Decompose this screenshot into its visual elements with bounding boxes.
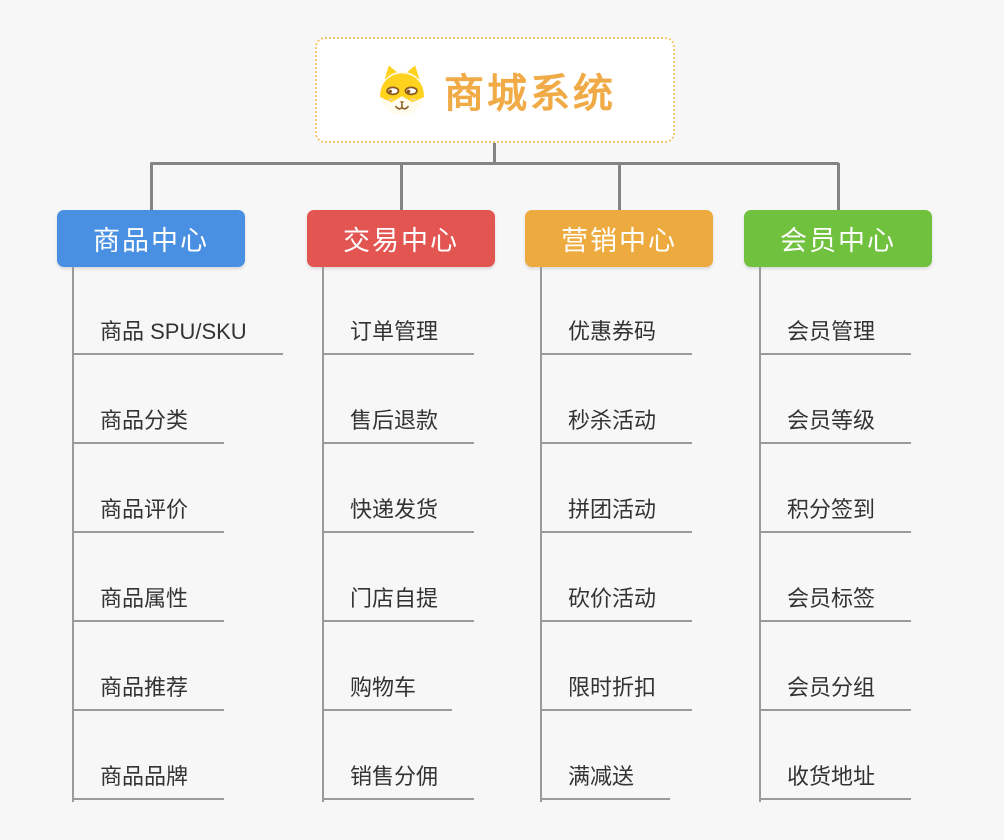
leaf-node[interactable]: 订单管理: [323, 317, 475, 355]
leaf-node[interactable]: 会员标签: [760, 584, 912, 622]
leaf-node[interactable]: 砍价活动: [541, 584, 693, 622]
connector-bus: [150, 162, 839, 165]
leaf-node[interactable]: 优惠券码: [541, 317, 693, 355]
connector-root-stem: [493, 143, 496, 164]
leaf-node[interactable]: 商品分类: [73, 406, 225, 444]
branch-node-member-center[interactable]: 会员中心: [744, 210, 932, 267]
branch-node-product-center[interactable]: 商品中心: [57, 210, 245, 267]
leaf-node[interactable]: 会员管理: [760, 317, 912, 355]
connector-drop-marketing: [618, 163, 621, 210]
leaf-column-marketing: 优惠券码 秒杀活动 拼团活动 砍价活动 限时折扣 满减送: [540, 267, 780, 802]
leaf-node[interactable]: 商品属性: [73, 584, 225, 622]
leaf-column-member: 会员管理 会员等级 积分签到 会员标签 会员分组 收货地址: [759, 267, 999, 802]
branch-node-marketing-center[interactable]: 营销中心: [525, 210, 713, 267]
leaf-node[interactable]: 会员等级: [760, 406, 912, 444]
branch-node-trade-center[interactable]: 交易中心: [307, 210, 495, 267]
leaf-node[interactable]: 销售分佣: [323, 762, 475, 800]
leaf-node[interactable]: 购物车: [323, 673, 453, 711]
dog-face-icon: [380, 65, 424, 116]
leaf-column-trade: 订单管理 售后退款 快递发货 门店自提 购物车 销售分佣: [322, 267, 562, 802]
connector-drop-trade: [400, 163, 403, 210]
leaf-node[interactable]: 收货地址: [760, 762, 912, 800]
leaf-node[interactable]: 商品评价: [73, 495, 225, 533]
connector-drop-member: [837, 163, 840, 210]
leaf-node[interactable]: 限时折扣: [541, 673, 693, 711]
branch-label: 会员中心: [780, 226, 896, 256]
leaf-column-product: 商品 SPU/SKU 商品分类 商品评价 商品属性 商品推荐 商品品牌: [72, 267, 312, 802]
connector-drop-product: [150, 163, 153, 210]
branch-label: 营销中心: [561, 226, 677, 256]
leaf-node[interactable]: 满减送: [541, 762, 671, 800]
leaf-node[interactable]: 会员分组: [760, 673, 912, 711]
leaf-node[interactable]: 积分签到: [760, 495, 912, 533]
root-node[interactable]: 商城系统: [315, 37, 675, 143]
leaf-node[interactable]: 门店自提: [323, 584, 475, 622]
leaf-node[interactable]: 商品 SPU/SKU: [73, 317, 283, 355]
branch-label: 商品中心: [93, 226, 209, 256]
leaf-node[interactable]: 商品品牌: [73, 762, 225, 800]
leaf-node[interactable]: 快递发货: [323, 495, 475, 533]
branch-label: 交易中心: [343, 226, 459, 256]
leaf-node[interactable]: 秒杀活动: [541, 406, 693, 444]
leaf-node[interactable]: 商品推荐: [73, 673, 225, 711]
leaf-node[interactable]: 拼团活动: [541, 495, 693, 533]
leaf-node[interactable]: 售后退款: [323, 406, 475, 444]
root-title: 商城系统: [444, 72, 616, 116]
